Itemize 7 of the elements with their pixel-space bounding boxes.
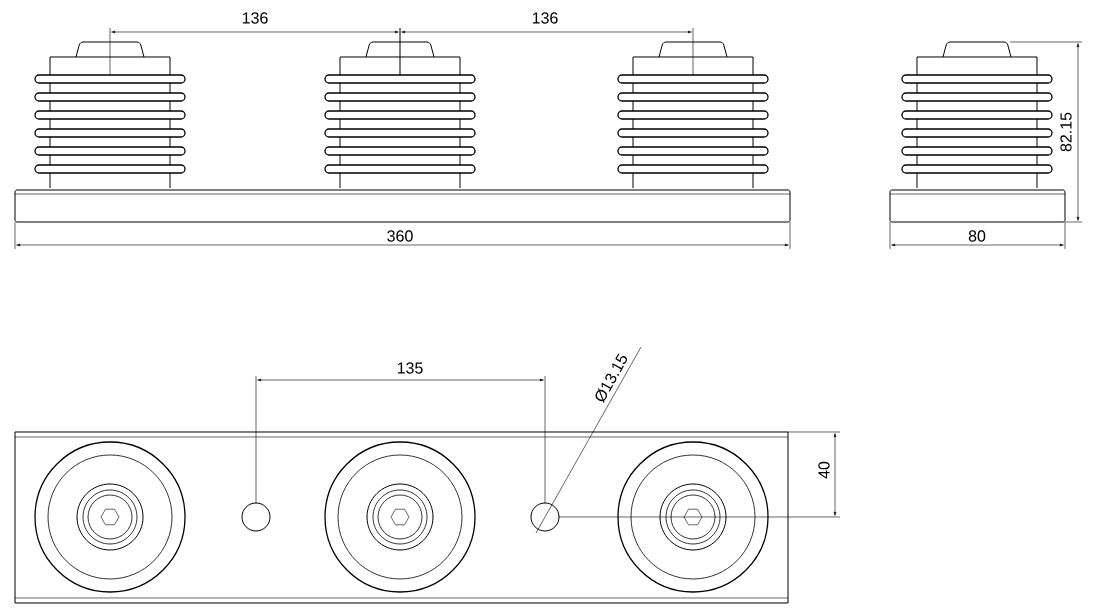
dimension-label: 40 — [818, 461, 830, 479]
dimension-label: 360 — [387, 230, 413, 242]
dimension-label: 80 — [968, 230, 986, 242]
dimension-label: 82.15 — [1060, 112, 1072, 152]
dimension-label: 136 — [242, 12, 268, 24]
dimension-label: 135 — [397, 362, 423, 374]
dimension-label: 136 — [532, 12, 558, 24]
